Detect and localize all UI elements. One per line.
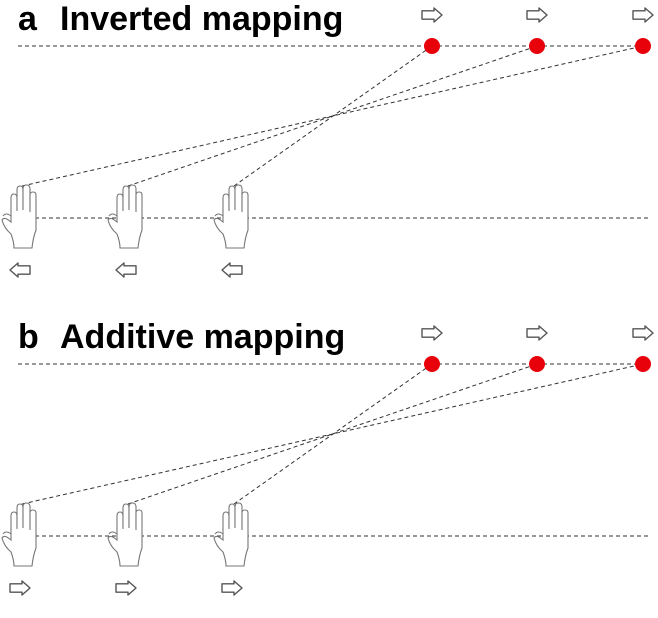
arrow-left-icon — [9, 262, 31, 278]
mapping-line — [127, 45, 538, 187]
hand-icon — [107, 184, 143, 249]
mapping-line — [127, 363, 538, 505]
hand-icon — [213, 184, 249, 249]
target-dot — [529, 356, 545, 372]
target-dot — [635, 38, 651, 54]
panel-b-title: Additive mapping — [60, 318, 346, 356]
arrow-right-icon — [421, 7, 443, 23]
panel-a-diagram — [1, 7, 654, 278]
panel-a-title: Inverted mapping — [60, 0, 344, 38]
target-dot — [424, 38, 440, 54]
arrow-right-icon — [421, 325, 443, 341]
arrow-left-icon — [221, 262, 243, 278]
target-dot — [635, 356, 651, 372]
arrow-right-icon — [632, 325, 654, 341]
hand-icon — [107, 502, 143, 567]
panel-a-letter: a — [18, 0, 37, 38]
mapping-line — [233, 363, 433, 505]
arrow-right-icon — [632, 7, 654, 23]
target-dot — [529, 38, 545, 54]
target-dot — [424, 356, 440, 372]
arrow-right-icon — [526, 325, 548, 341]
panel-a: a Inverted mapping — [0, 0, 658, 300]
hand-icon — [1, 502, 37, 567]
arrow-right-icon — [526, 7, 548, 23]
panel-b: b Additive mapping — [0, 318, 658, 618]
arrow-right-icon — [9, 580, 31, 596]
arrow-left-icon — [115, 262, 137, 278]
panel-b-letter: b — [18, 318, 39, 356]
hand-icon — [1, 184, 37, 249]
arrow-right-icon — [115, 580, 137, 596]
hand-icon — [213, 502, 249, 567]
panel-b-diagram — [1, 325, 654, 596]
mapping-line — [233, 45, 433, 187]
arrow-right-icon — [221, 580, 243, 596]
